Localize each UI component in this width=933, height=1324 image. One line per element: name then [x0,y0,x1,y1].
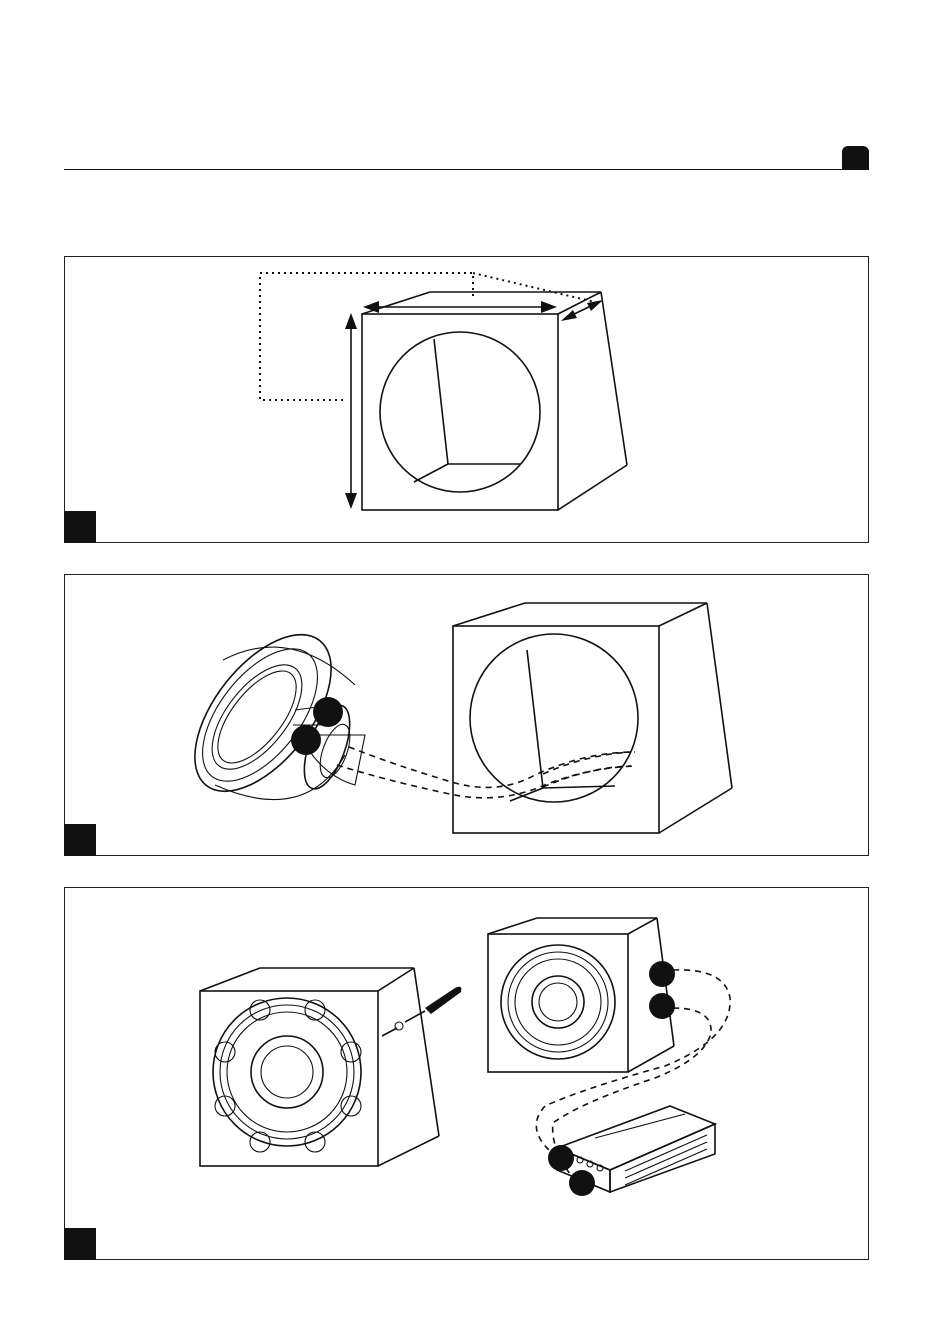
panel-mounting-amplifier [64,887,869,1260]
height-arrow [345,313,357,509]
screw-icon [382,1022,403,1036]
terminal-marker-icon [548,961,675,1196]
mounted-enclosure [200,968,439,1166]
speaker-wire [337,747,635,798]
speaker-cutout [380,332,540,492]
enclosure-box [488,918,674,1072]
mounting-screw-rings [215,1000,361,1152]
amplifier [557,1106,715,1192]
header-tab [842,146,869,170]
width-arrow [363,301,557,313]
panel-speaker-wiring [64,574,869,856]
enclosure-box [453,603,732,833]
step-badge [64,511,96,543]
screwdriver-icon [405,987,461,1022]
header-rule [64,169,869,170]
enclosure-box [362,292,627,510]
step-badge [64,824,96,856]
enclosure-dimensions-illustration [65,257,868,542]
panel-enclosure-dimensions [64,256,869,543]
mounting-amplifier-illustration [65,888,868,1259]
step-badge [64,1228,96,1260]
speaker-wiring-illustration [65,575,868,855]
